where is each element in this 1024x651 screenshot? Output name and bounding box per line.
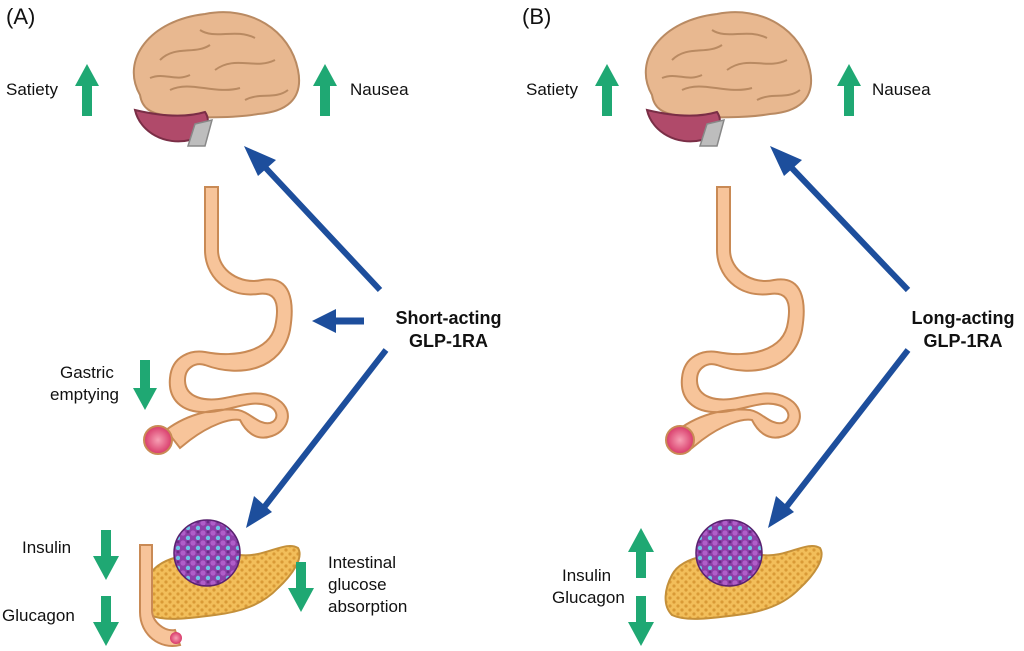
stomach-intestine-icon <box>665 186 805 455</box>
drug-label-line1: Long-acting <box>911 308 1015 328</box>
brain-icon <box>644 11 813 147</box>
nausea-up-arrow-icon <box>313 64 337 116</box>
arrow-to-stomach-icon <box>312 309 364 333</box>
glucagon-down-arrow-icon <box>93 596 119 646</box>
satiety-up-arrow-icon <box>75 64 99 116</box>
panel-a-letter: (A) <box>6 4 36 29</box>
drug-label-line2: GLP-1RA <box>923 331 1003 351</box>
pancreas-icon <box>139 519 301 647</box>
panel-b-letter: (B) <box>522 4 552 29</box>
satiety-up-arrow-icon <box>595 64 619 116</box>
satiety-label: Satiety <box>6 80 58 99</box>
intestinal-absorption-down-arrow-icon <box>288 562 314 612</box>
arrow-to-pancreas-icon <box>246 348 389 528</box>
drug-label-line2: GLP-1RA <box>408 331 488 351</box>
arrow-to-brain-icon <box>770 146 911 293</box>
intestinal-label-line1: Intestinal <box>328 553 397 572</box>
arrow-to-pancreas-icon <box>768 348 911 528</box>
insulin-up-arrow-icon <box>628 528 654 578</box>
gastric-emptying-down-arrow-icon <box>133 360 157 410</box>
satiety-label: Satiety <box>526 80 578 99</box>
gastric-label-line2: emptying <box>50 385 119 404</box>
nausea-up-arrow-icon <box>837 64 861 116</box>
insulin-label: Insulin <box>22 538 72 557</box>
nausea-label: Nausea <box>350 80 409 99</box>
panel-b: (B) Satiety Nausea Long-acting GLP-1RA I… <box>512 0 1024 651</box>
intestinal-label-line3: absorption <box>328 597 408 616</box>
glucagon-label: Glucagon <box>2 606 75 625</box>
brain-icon <box>132 11 301 147</box>
glucagon-down-arrow-icon <box>628 596 654 646</box>
insulin-down-arrow-icon <box>93 530 119 580</box>
drug-label-line1: Short-acting <box>395 308 502 328</box>
glucagon-label: Glucagon <box>552 588 625 607</box>
panel-b-illustration <box>595 11 911 646</box>
panel-a-illustration <box>75 11 389 647</box>
panel-a: (A) Satiety Nausea Gastric emptying Shor… <box>2 4 502 647</box>
intestinal-label-line2: glucose <box>328 575 387 594</box>
arrow-to-brain-icon <box>244 146 383 293</box>
pancreas-icon <box>664 519 823 620</box>
nausea-label: Nausea <box>872 80 931 99</box>
gastric-label-line1: Gastric <box>60 363 114 382</box>
insulin-label: Insulin <box>562 566 612 585</box>
stomach-intestine-icon <box>143 186 293 455</box>
